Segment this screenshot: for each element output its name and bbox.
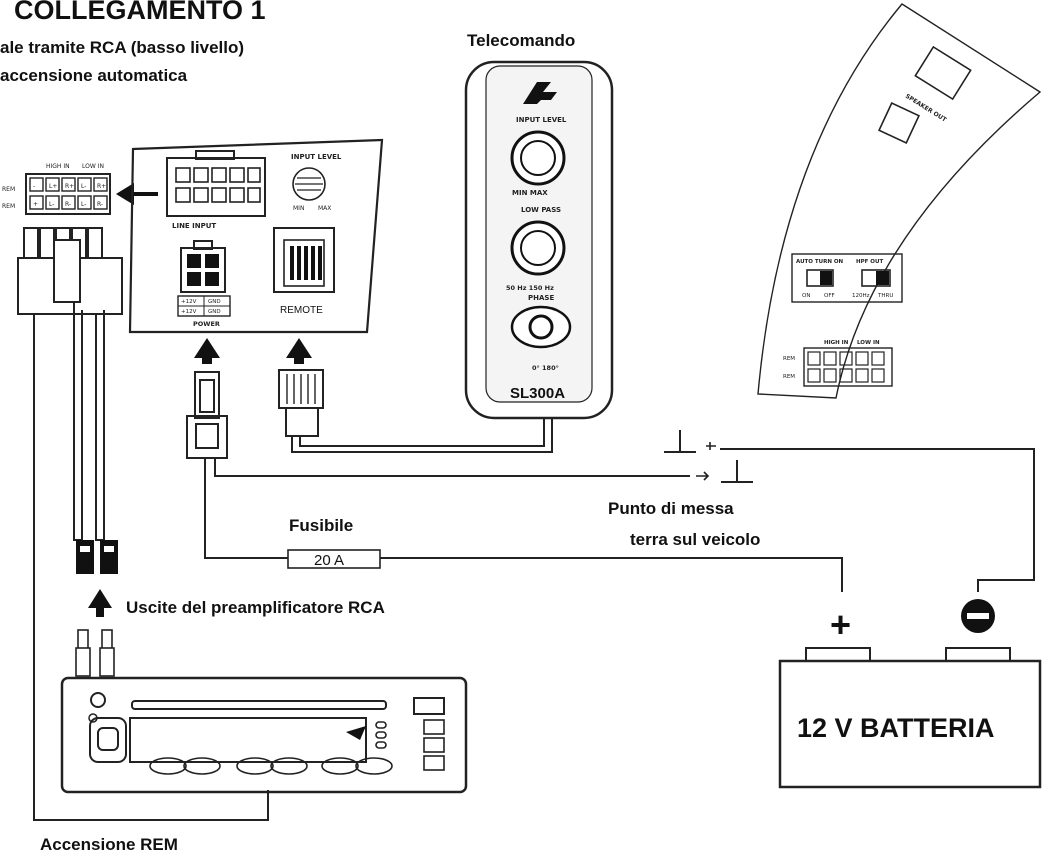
svg-text:REM: REM [2, 203, 15, 210]
svg-text:LOW IN: LOW IN [82, 163, 104, 170]
svg-text:HIGH IN: HIGH IN [46, 163, 70, 170]
svg-text:MAX: MAX [318, 205, 331, 212]
remote-title: Telecomando [467, 31, 575, 50]
remote-plug [278, 369, 324, 437]
remote-model: SL300A [510, 385, 565, 402]
power-plug [186, 371, 228, 459]
svg-text:PHASE: PHASE [528, 294, 554, 302]
esx-logo-icon [523, 82, 557, 104]
svg-text:L-: L- [81, 201, 86, 208]
svg-text:REM: REM [783, 356, 795, 362]
svg-text:120Hz: 120Hz [852, 293, 870, 299]
header-line-1: ale tramite RCA (basso livello) [0, 38, 244, 57]
arrow-up-icon [286, 338, 312, 358]
arrow-up-icon [88, 589, 112, 608]
svg-text:R+: R+ [97, 183, 106, 190]
speaker-input-connector: HIGH IN LOW IN REM REM - L+ R+ L- R+ + L- R- L-… [2, 163, 158, 315]
power-label: POWER [193, 320, 220, 328]
svg-text:LOW PASS: LOW PASS [521, 206, 561, 214]
rca-outputs-label: Uscite del preamplificatore RCA [126, 598, 385, 617]
svg-text:INPUT LEVEL: INPUT LEVEL [291, 153, 342, 161]
battery: + 12 V BATTERIA [778, 599, 1042, 789]
svg-text:GND: GND [208, 309, 221, 315]
car-head-unit [60, 676, 468, 794]
svg-text:L-: L- [81, 183, 86, 190]
svg-text:AUTO TURN ON: AUTO TURN ON [796, 259, 844, 265]
svg-text:MIN MAX: MIN MAX [512, 189, 548, 197]
svg-text:REM: REM [783, 374, 795, 380]
ground-label-line-1: Punto di messa [608, 499, 734, 518]
header-line-2: accensione automatica [0, 66, 188, 85]
svg-text:+12V: +12V [181, 299, 197, 305]
amplifier-panel: LINE INPUT INPUT LEVEL MIN MAX +12V GND +… [128, 138, 384, 334]
svg-text:LOW IN: LOW IN [857, 340, 880, 346]
battery-plus-icon: + [830, 604, 851, 645]
svg-text:+12V: +12V [181, 309, 197, 315]
svg-text:0° 180°: 0° 180° [532, 364, 559, 372]
amplifier-side-panel: SPEAKER OUT AUTO TURN ON HPF OUT ON OFF … [757, 3, 1042, 399]
svg-text:ON: ON [802, 293, 810, 299]
svg-text:R-: R- [65, 201, 71, 208]
brand-star-icon [346, 726, 366, 740]
remote-control: Telecomando INPUT LEVEL MIN MAX LOW PASS… [464, 31, 614, 420]
ground-label-line-2: terra sul veicolo [630, 530, 760, 549]
rca-plugs [76, 540, 118, 574]
fuse [287, 549, 381, 569]
svg-text:R+: R+ [65, 183, 74, 190]
fuse-value: 20 A [314, 552, 344, 569]
svg-text:OFF: OFF [824, 293, 835, 299]
arrow-up-icon [194, 338, 220, 358]
diagram-title: COLLEGAMENTO 1 [14, 0, 266, 25]
ground-icon [696, 460, 753, 483]
svg-text:GND: GND [208, 299, 221, 305]
svg-text:INPUT LEVEL: INPUT LEVEL [516, 116, 567, 124]
fuse-title: Fusibile [289, 516, 353, 535]
svg-text:+: + [33, 201, 38, 208]
line-input-label: LINE INPUT [172, 222, 216, 230]
svg-text:R-: R- [97, 201, 103, 208]
svg-text:L+: L+ [49, 183, 57, 190]
svg-text:HIGH IN: HIGH IN [824, 340, 849, 346]
input-level-knob[interactable] [292, 167, 326, 201]
svg-text:REM: REM [2, 186, 15, 193]
battery-label: 12 V BATTERIA [797, 713, 995, 743]
remote-jack-label: REMOTE [280, 305, 323, 316]
rem-label: Accensione REM [40, 835, 178, 854]
svg-text:MIN: MIN [293, 205, 304, 212]
svg-text:HPF OUT: HPF OUT [856, 259, 883, 265]
svg-text:THRU: THRU [877, 293, 893, 299]
svg-text:-: - [33, 183, 35, 190]
svg-text:50 Hz 150 Hz: 50 Hz 150 Hz [506, 284, 554, 292]
svg-text:L-: L- [49, 201, 54, 208]
arrow-left-icon [116, 183, 134, 205]
ground-icon [664, 430, 716, 453]
